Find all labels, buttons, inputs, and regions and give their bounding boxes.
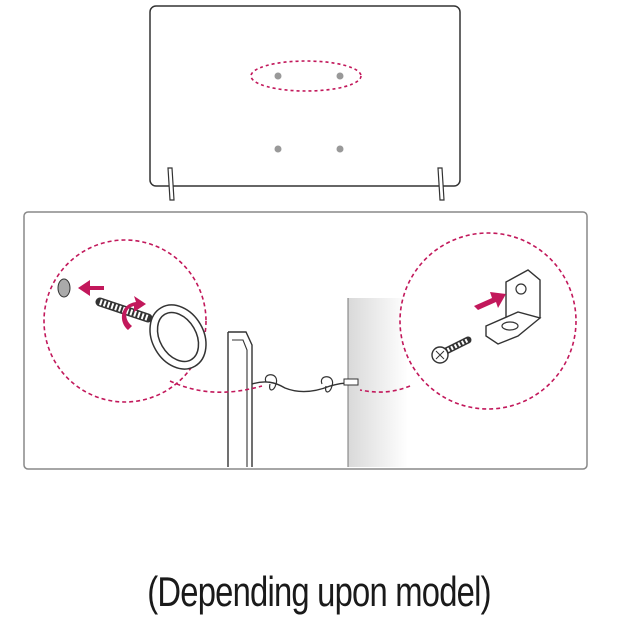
tv-socket-hole bbox=[57, 278, 71, 298]
insert-arrow-left bbox=[78, 280, 104, 296]
upper-holes-highlight bbox=[250, 60, 362, 92]
tv-stand-leg-right bbox=[437, 167, 445, 201]
tv-back-panel bbox=[149, 5, 461, 187]
mount-hole bbox=[336, 145, 344, 153]
mount-hole bbox=[274, 145, 282, 153]
tv-back-view bbox=[149, 5, 461, 201]
model-caption: (Depending upon model) bbox=[147, 568, 491, 615]
tv-side-profile bbox=[227, 331, 253, 467]
bracket-detail-circle bbox=[399, 232, 577, 410]
safety-cord bbox=[251, 374, 359, 393]
tv-stand-leg-left bbox=[167, 167, 175, 201]
insert-arrow-right bbox=[474, 292, 506, 310]
bracket-icon bbox=[431, 269, 542, 364]
mount-hole bbox=[336, 72, 344, 80]
eyebolt-icon bbox=[57, 278, 207, 370]
rotate-arrow bbox=[121, 296, 146, 330]
mount-hole bbox=[274, 72, 282, 80]
tv-wall-mount-diagram bbox=[23, 5, 588, 470]
